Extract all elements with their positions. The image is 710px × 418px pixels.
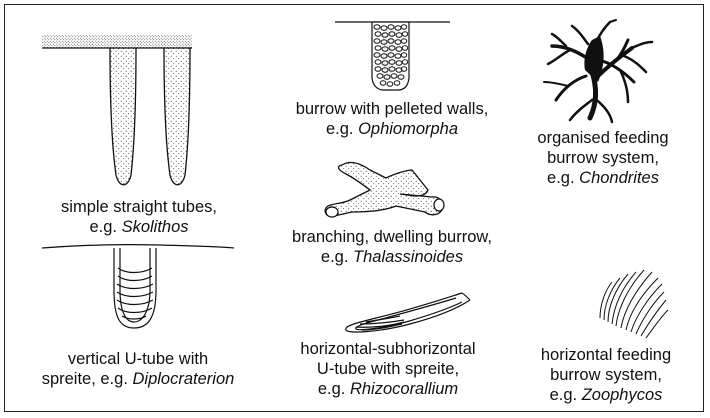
caption-line: e.g. Ophiomorpha xyxy=(262,119,522,139)
diplocraterion-illustration xyxy=(42,245,234,328)
chondrites-illustration xyxy=(544,20,652,122)
caption-prefix: e.g. xyxy=(318,380,350,398)
caption-line: U-tube with spreite, xyxy=(268,359,508,379)
caption-line: horizontal feeding xyxy=(516,345,696,365)
caption-prefix: e.g. xyxy=(550,386,582,404)
genus-name: Diplocraterion xyxy=(133,370,235,388)
caption-line: vertical U-tube with xyxy=(16,349,260,369)
caption-prefix: spreite, e.g. xyxy=(42,370,133,388)
rhizocorallium-illustration xyxy=(346,293,470,332)
thalassinoides-illustration xyxy=(325,163,444,217)
caption-skolithos: simple straight tubes, e.g. Skolithos xyxy=(26,197,252,237)
caption-thalassinoides: branching, dwelling burrow, e.g. Thalass… xyxy=(254,227,530,267)
caption-line: e.g. Rhizocorallium xyxy=(268,379,508,399)
caption-line: spreite, e.g. Diplocraterion xyxy=(16,369,260,389)
caption-line: branching, dwelling burrow, xyxy=(254,227,530,247)
genus-name: Chondrites xyxy=(579,169,659,187)
caption-line: burrow system, xyxy=(510,148,696,168)
caption-zoophycos: horizontal feeding burrow system, e.g. Z… xyxy=(516,345,696,405)
caption-line: horizontal-subhorizontal xyxy=(268,339,508,359)
caption-line: e.g. Thalassinoides xyxy=(254,247,530,267)
genus-name: Ophiomorpha xyxy=(358,120,458,138)
caption-rhizocorallium: horizontal-subhorizontal U-tube with spr… xyxy=(268,339,508,399)
genus-name: Rhizocorallium xyxy=(350,380,458,398)
caption-prefix: e.g. xyxy=(326,120,358,138)
caption-chondrites: organised feeding burrow system, e.g. Ch… xyxy=(510,128,696,188)
caption-line: organised feeding xyxy=(510,128,696,148)
caption-prefix: e.g. xyxy=(547,169,579,187)
caption-line: burrow system, xyxy=(516,365,696,385)
ophiomorpha-illustration xyxy=(335,22,450,90)
genus-name: Thalassinoides xyxy=(353,248,463,266)
zoophycos-illustration xyxy=(600,270,668,338)
caption-line: burrow with pelleted walls, xyxy=(262,99,522,119)
skolithos-illustration xyxy=(42,35,192,185)
caption-ophiomorpha: burrow with pelleted walls, e.g. Ophiomo… xyxy=(262,99,522,139)
caption-prefix: e.g. xyxy=(89,218,121,236)
caption-line: e.g. Zoophycos xyxy=(516,385,696,405)
genus-name: Zoophycos xyxy=(582,386,663,404)
caption-line: e.g. Skolithos xyxy=(26,217,252,237)
caption-prefix: e.g. xyxy=(321,248,353,266)
caption-line: simple straight tubes, xyxy=(26,197,252,217)
genus-name: Skolithos xyxy=(122,218,189,236)
caption-line: e.g. Chondrites xyxy=(510,168,696,188)
caption-diplocraterion: vertical U-tube with spreite, e.g. Diplo… xyxy=(16,349,260,389)
